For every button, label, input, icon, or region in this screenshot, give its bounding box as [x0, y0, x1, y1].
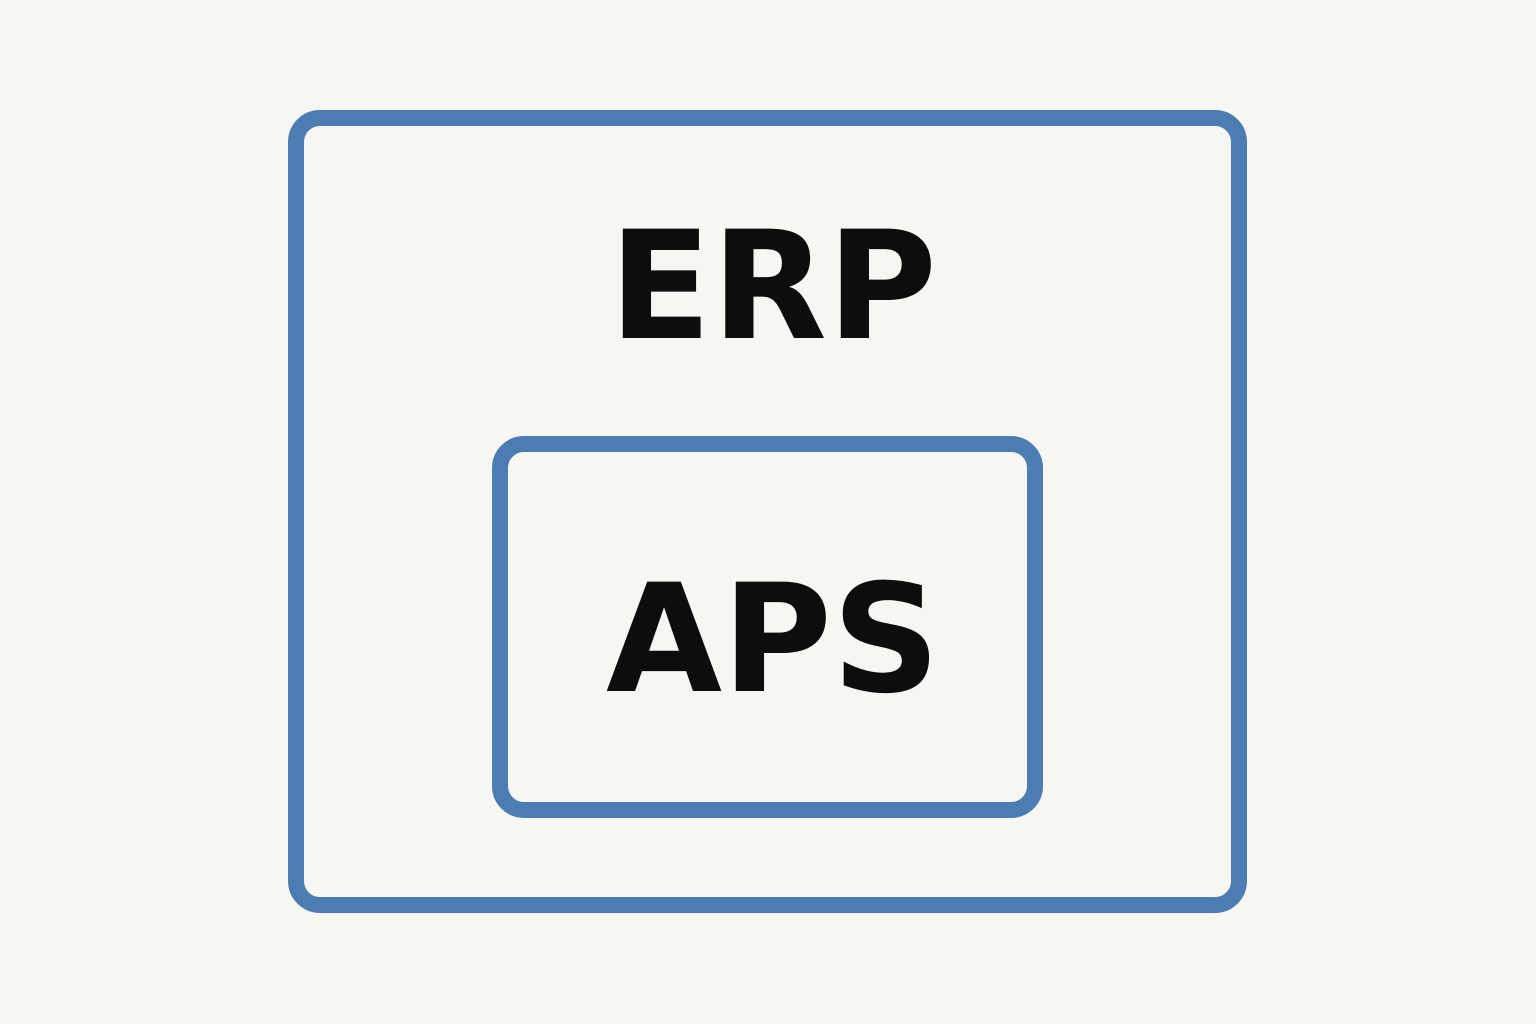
erp-container-box	[288, 110, 1247, 913]
erp-label: ERP	[609, 200, 937, 374]
aps-label: APS	[605, 553, 941, 727]
aps-container-box	[492, 436, 1043, 818]
